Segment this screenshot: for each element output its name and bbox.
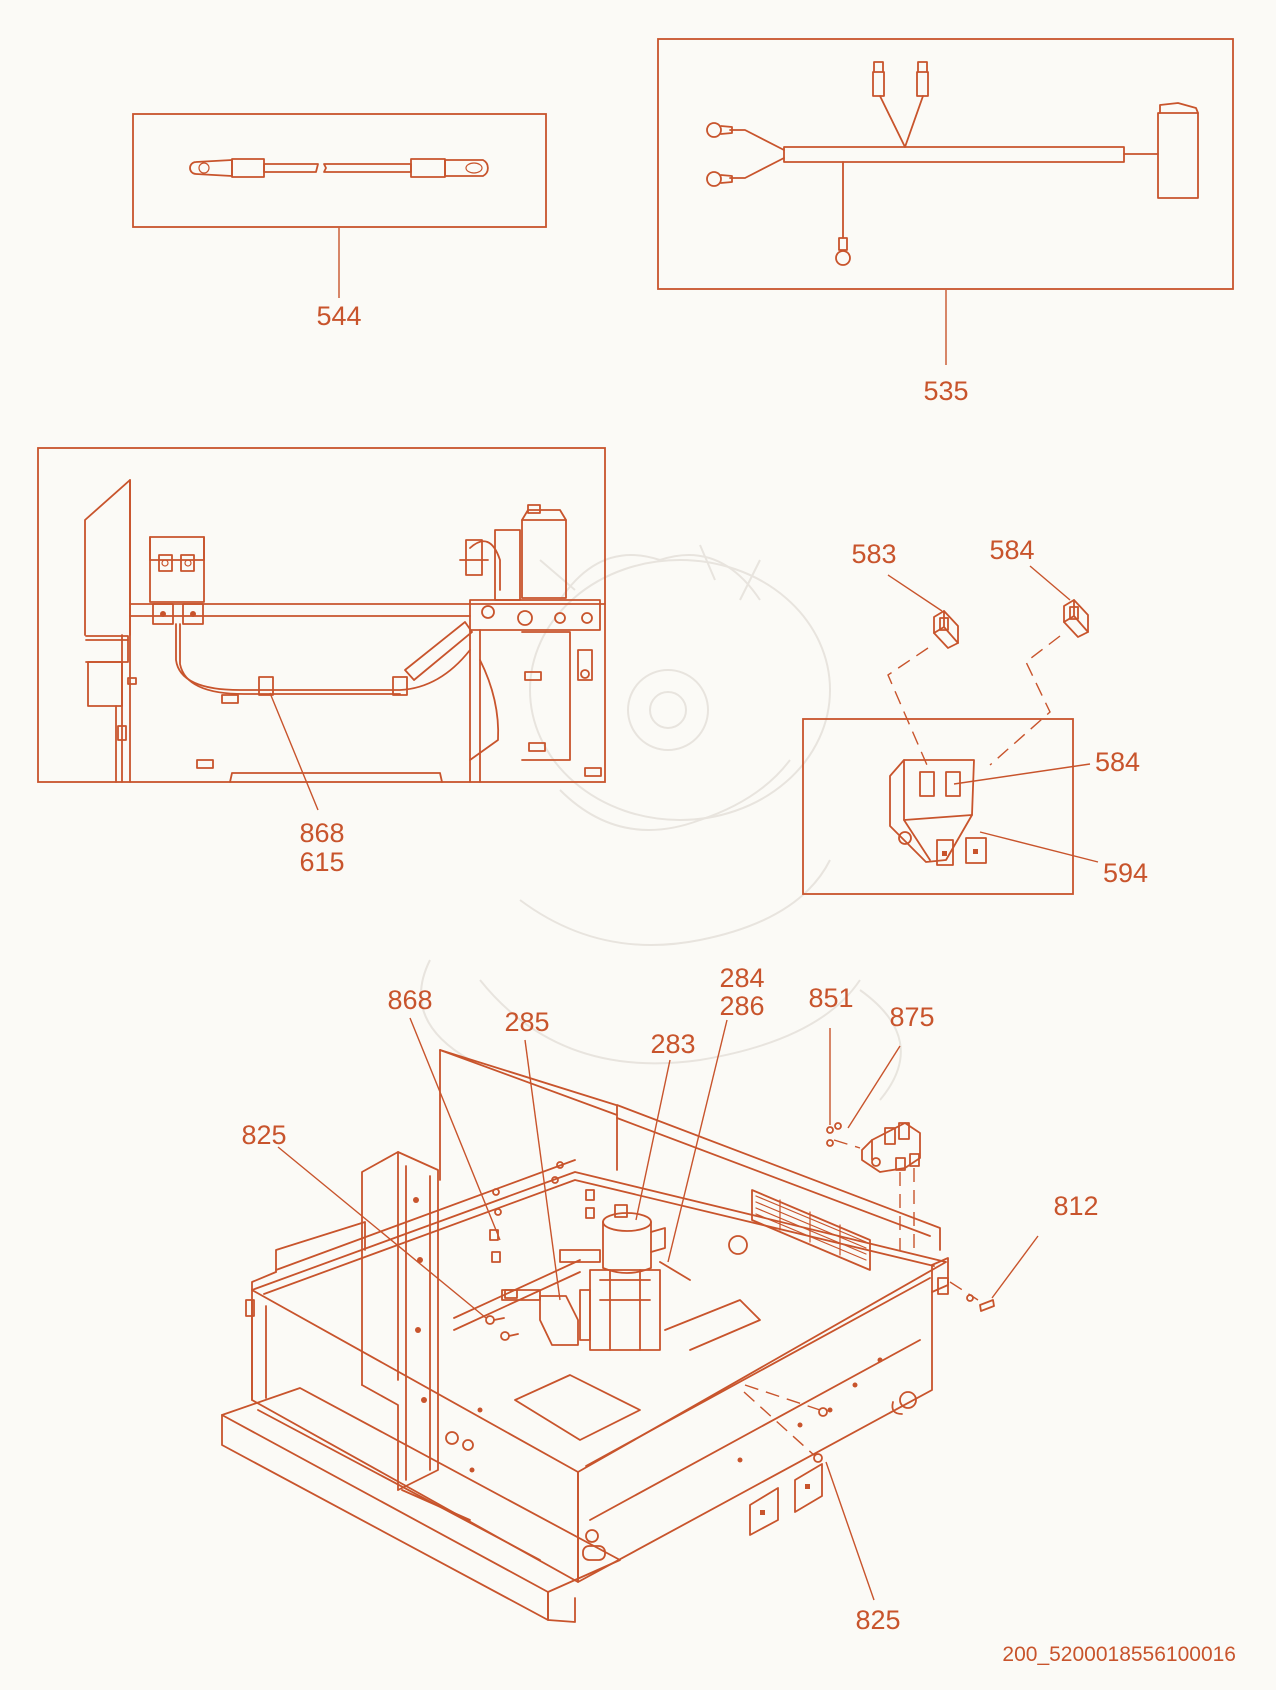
part-label-583: 583 [851, 539, 896, 569]
part-label-594: 594 [1103, 858, 1148, 888]
switch-detail-panel [802, 565, 1099, 895]
pump-motor-unit [559, 1204, 761, 1351]
part-label-868-detail: 868 [299, 818, 344, 848]
part-label-825-front: 825 [855, 1605, 900, 1635]
part-label-584-switch: 584 [989, 535, 1034, 565]
cable-544-panel [132, 113, 547, 298]
part-label-535: 535 [923, 376, 968, 406]
vent-grille [751, 1189, 871, 1271]
part-label-584-bracket: 584 [1095, 747, 1140, 777]
drawing-id: 200_5200018556100016 [1002, 1643, 1236, 1666]
part-label-851: 851 [808, 983, 853, 1013]
part-label-286: 286 [719, 991, 764, 1021]
part-label-544: 544 [316, 301, 361, 331]
part-label-283: 283 [650, 1029, 695, 1059]
part-label-825-left: 825 [241, 1120, 286, 1150]
part-label-868-frame: 868 [387, 985, 432, 1015]
watermark-illustration [420, 544, 902, 1101]
part-label-284: 284 [719, 963, 764, 993]
base-frame-assembly [221, 1017, 1039, 1623]
part-label-285: 285 [504, 1007, 549, 1037]
part-label-812: 812 [1053, 1191, 1098, 1221]
part-label-615: 615 [299, 847, 344, 877]
wiring-detail-panel [37, 447, 606, 811]
harness-535-panel [657, 38, 1234, 365]
part-label-875: 875 [889, 1002, 934, 1032]
